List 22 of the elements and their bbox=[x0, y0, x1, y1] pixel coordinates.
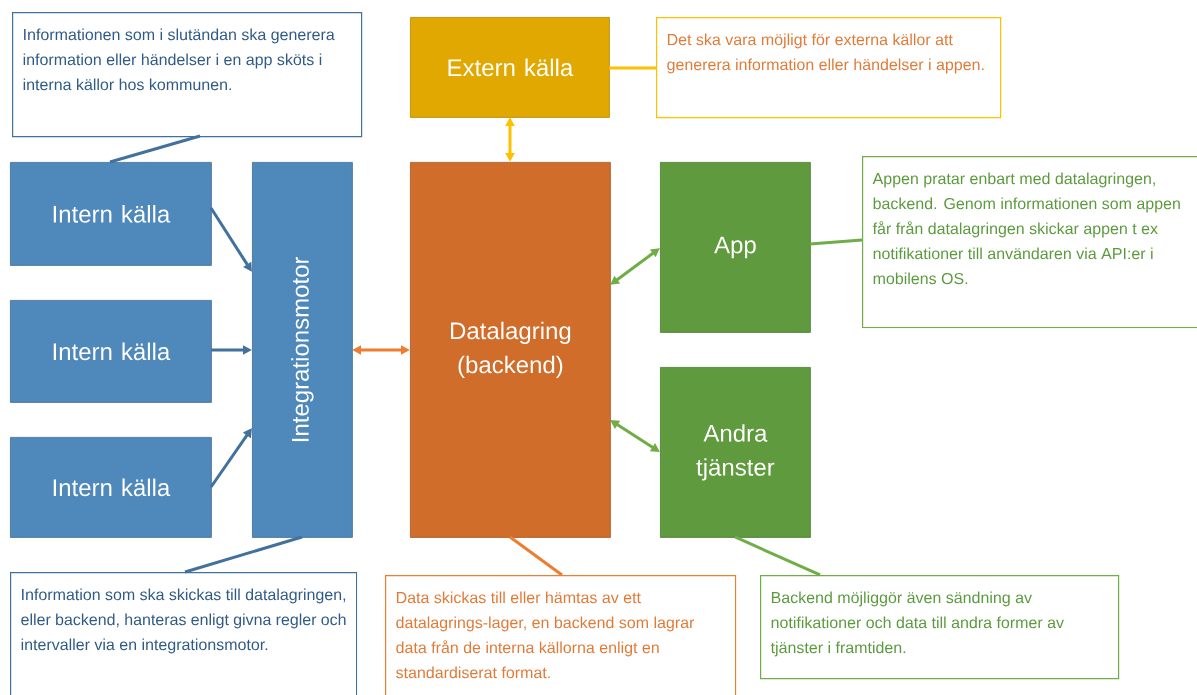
process-box: Integrationsmotor bbox=[252, 162, 353, 538]
process-box: Datalagring (backend) bbox=[410, 162, 611, 538]
process-box: App bbox=[660, 162, 811, 333]
arrow bbox=[209, 428, 252, 488]
process-box: Intern källa bbox=[10, 437, 212, 538]
leader-line bbox=[109, 134, 201, 164]
leader-line bbox=[184, 535, 303, 574]
arrow bbox=[610, 248, 660, 285]
process-box: Intern källa bbox=[10, 300, 212, 403]
callout-box: Data skickas till eller hämtas av ett datalagrings-lager, en backend som lagrar data från de interna källorna enligt en standardiserat format. bbox=[385, 575, 737, 695]
leader-line bbox=[509, 535, 563, 577]
leader-line bbox=[734, 535, 821, 577]
leader-line bbox=[609, 66, 656, 70]
process-box: Intern källa bbox=[10, 162, 212, 266]
callout-box: Information som ska skickas till datalagringen, eller backend, hanteras enligt givna regler och intervaller via en integrationsmotor. bbox=[10, 572, 358, 695]
callout-box: Det ska vara möjligt för externa källor att generera information eller händelser i appen. bbox=[656, 17, 1002, 119]
process-box: Extern källa bbox=[410, 17, 610, 118]
callout-box: Informationen som i slutändan ska generera information eller händelser i en app sköts i interna källor hos kommunen. bbox=[12, 12, 363, 138]
callout-box: Backend möjliggör även sändning av notifikationer och data till andra former av tjänster i framtiden. bbox=[760, 575, 1120, 680]
leader-line bbox=[809, 238, 863, 246]
process-box: Andra tjänster bbox=[660, 367, 811, 538]
callout-box: Appen pratar enbart med datalagringen, backend. Genom informationen som appen får från datalagringen skickar appen t ex notifikationer till användaren via API:er i mobilens OS. bbox=[862, 156, 1197, 329]
